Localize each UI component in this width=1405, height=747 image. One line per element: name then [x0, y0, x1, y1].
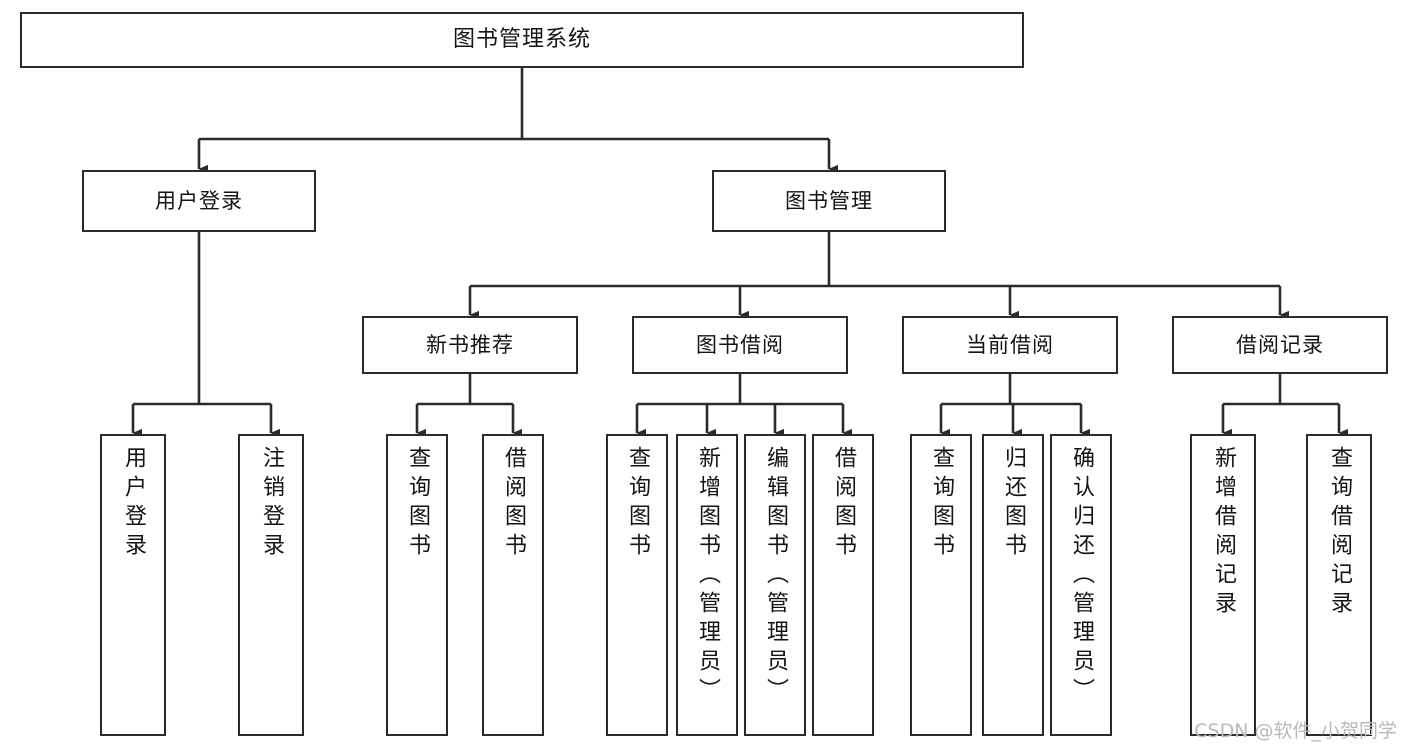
node-l3-a2[interactable]: 注销登录	[238, 434, 304, 736]
node-root[interactable]: 图书管理系统	[20, 12, 1024, 68]
node-l3-d3[interactable]: 确认归还（管理员）	[1050, 434, 1112, 736]
node-l3-c2[interactable]: 新增图书（管理员）	[676, 434, 738, 736]
node-l3-e2[interactable]: 查询借阅记录	[1306, 434, 1372, 736]
node-l3-c1[interactable]: 查询图书	[606, 434, 668, 736]
node-l3-c4[interactable]: 借阅图书	[812, 434, 874, 736]
node-label: 图书管理	[785, 188, 873, 213]
node-label: 用户登录	[121, 446, 146, 562]
node-l1-login[interactable]: 用户登录	[82, 170, 316, 232]
node-label: 查询图书	[625, 446, 650, 562]
node-l3-e1[interactable]: 新增借阅记录	[1190, 434, 1256, 736]
node-l3-b2[interactable]: 借阅图书	[482, 434, 544, 736]
node-label: 图书借阅	[696, 332, 784, 357]
node-label: 新增图书（管理员）	[695, 446, 720, 707]
node-label: 注销登录	[259, 446, 284, 562]
node-l2-borrow[interactable]: 图书借阅	[632, 316, 848, 374]
node-label: 借阅图书	[501, 446, 526, 562]
node-l1-book[interactable]: 图书管理	[712, 170, 946, 232]
node-l2-record[interactable]: 借阅记录	[1172, 316, 1388, 374]
node-label: 查询图书	[405, 446, 430, 562]
node-label: 查询图书	[929, 446, 954, 562]
node-l2-new[interactable]: 新书推荐	[362, 316, 578, 374]
node-label: 借阅图书	[831, 446, 856, 562]
node-l3-d2[interactable]: 归还图书	[982, 434, 1044, 736]
node-label: 编辑图书（管理员）	[763, 446, 788, 707]
node-label: 用户登录	[155, 188, 243, 213]
node-label: 新增借阅记录	[1211, 446, 1236, 620]
node-l3-b1[interactable]: 查询图书	[386, 434, 448, 736]
node-l3-a1[interactable]: 用户登录	[100, 434, 166, 736]
node-label: 归还图书	[1001, 446, 1026, 562]
node-label: 借阅记录	[1236, 332, 1324, 357]
node-l3-d1[interactable]: 查询图书	[910, 434, 972, 736]
csdn-watermark: CSDN @软件_小贺同学	[1194, 720, 1397, 742]
node-label: 图书管理系统	[452, 27, 591, 53]
node-label: 查询借阅记录	[1327, 446, 1352, 620]
node-label: 新书推荐	[426, 332, 514, 357]
node-l3-c3[interactable]: 编辑图书（管理员）	[744, 434, 806, 736]
node-label: 当前借阅	[966, 332, 1054, 357]
node-label: 确认归还（管理员）	[1069, 446, 1094, 707]
node-l2-current[interactable]: 当前借阅	[902, 316, 1118, 374]
